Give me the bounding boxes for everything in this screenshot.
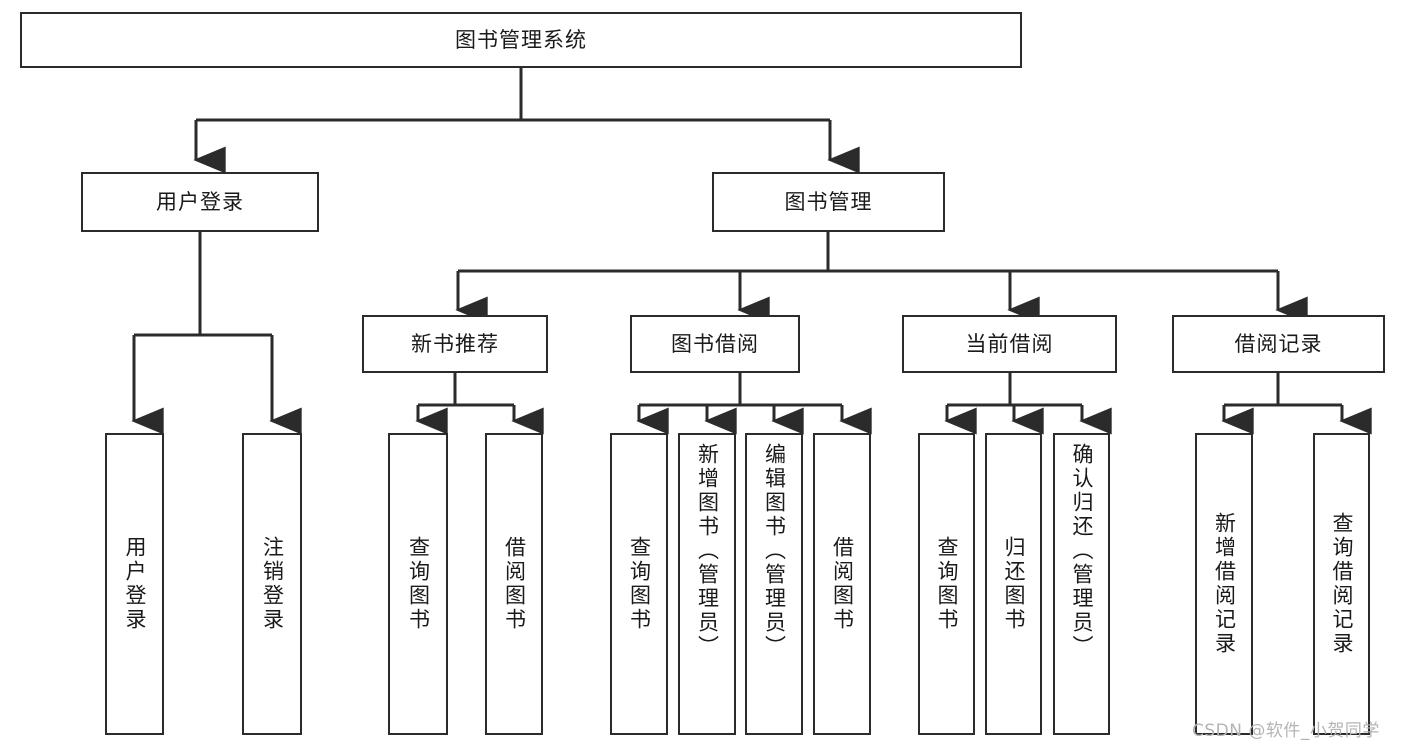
leaf-borrow-edit-book[interactable]: 编辑图书（管理员） xyxy=(745,433,803,735)
leaf-label: 归还图书 xyxy=(1002,536,1027,632)
leaf-label: 借阅图书 xyxy=(830,536,855,632)
leaf-current-query-book[interactable]: 查询图书 xyxy=(918,433,975,735)
node-user-login-label: 用户登录 xyxy=(156,189,244,214)
node-book-management[interactable]: 图书管理 xyxy=(712,172,945,232)
leaf-user-login-logout[interactable]: 注销登录 xyxy=(242,433,302,735)
node-current-borrow[interactable]: 当前借阅 xyxy=(902,315,1117,373)
node-borrow-record[interactable]: 借阅记录 xyxy=(1172,315,1385,373)
leaf-label: 注销登录 xyxy=(260,536,285,632)
node-borrow-record-label: 借阅记录 xyxy=(1234,331,1323,356)
node-book-management-label: 图书管理 xyxy=(784,189,873,214)
node-current-borrow-label: 当前借阅 xyxy=(965,331,1054,356)
node-book-borrow[interactable]: 图书借阅 xyxy=(630,315,800,373)
leaf-borrow-add-book[interactable]: 新增图书（管理员） xyxy=(678,433,736,735)
leaf-new-book-query[interactable]: 查询图书 xyxy=(388,433,448,735)
leaf-user-login-login[interactable]: 用户登录 xyxy=(105,433,164,735)
leaf-current-return-book[interactable]: 归还图书 xyxy=(985,433,1042,735)
leaf-current-confirm-return[interactable]: 确认归还（管理员） xyxy=(1053,433,1110,735)
leaf-label: 用户登录 xyxy=(123,536,148,632)
leaf-label: 查询图书 xyxy=(935,536,960,632)
leaf-label: 查询图书 xyxy=(406,536,431,632)
node-user-login[interactable]: 用户登录 xyxy=(81,172,319,232)
leaf-label: 确认归还（管理员） xyxy=(1070,443,1095,659)
leaf-label: 新增图书（管理员） xyxy=(695,443,720,659)
watermark-text: CSDN @软件_小贺同学 xyxy=(1192,721,1380,741)
node-book-borrow-label: 图书借阅 xyxy=(671,331,759,356)
leaf-label: 查询图书 xyxy=(627,536,652,632)
leaf-label: 借阅图书 xyxy=(502,536,527,632)
leaf-new-book-borrow[interactable]: 借阅图书 xyxy=(485,433,543,735)
node-root-label: 图书管理系统 xyxy=(455,27,587,52)
node-new-book-recommend-label: 新书推荐 xyxy=(411,331,499,356)
leaf-record-query-record[interactable]: 查询借阅记录 xyxy=(1313,433,1370,735)
leaf-borrow-query-book[interactable]: 查询图书 xyxy=(610,433,668,735)
node-new-book-recommend[interactable]: 新书推荐 xyxy=(362,315,548,373)
leaf-label: 查询借阅记录 xyxy=(1330,512,1355,656)
leaf-borrow-borrow-book[interactable]: 借阅图书 xyxy=(813,433,871,735)
leaf-record-add-record[interactable]: 新增借阅记录 xyxy=(1195,433,1253,735)
leaf-label: 编辑图书（管理员） xyxy=(762,443,787,659)
leaf-label: 新增借阅记录 xyxy=(1212,512,1237,656)
node-root[interactable]: 图书管理系统 xyxy=(20,12,1022,68)
